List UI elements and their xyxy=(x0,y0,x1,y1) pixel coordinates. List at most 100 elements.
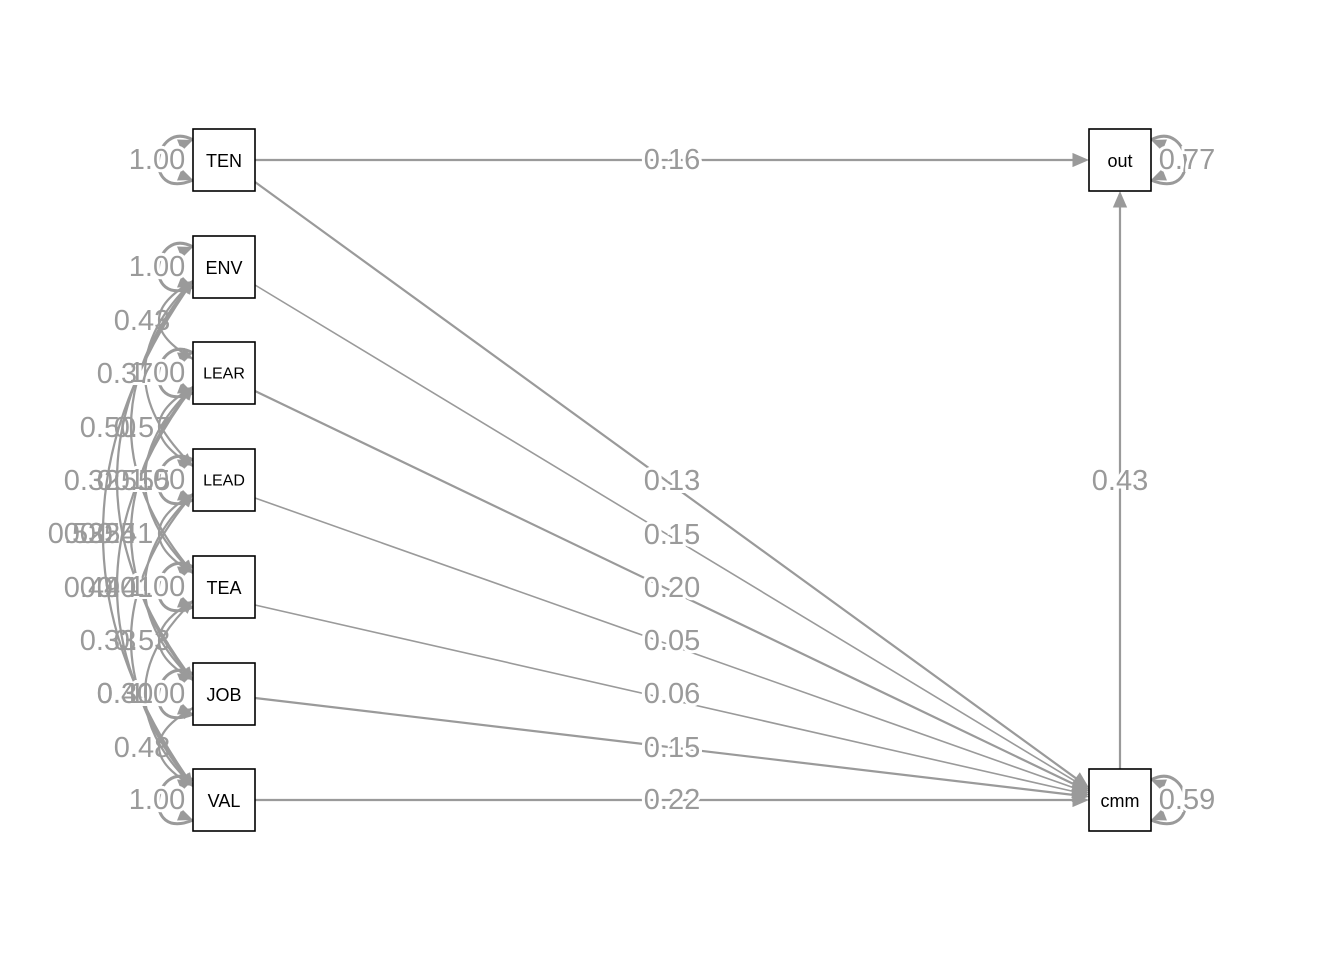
variance-arrowhead xyxy=(177,673,193,686)
path-job-cmm xyxy=(254,696,1076,797)
variance-arrowhead xyxy=(177,168,193,181)
covariance-label-13: 0.33 xyxy=(80,625,136,657)
node-tea: TEA xyxy=(192,555,256,619)
node-val: VAL xyxy=(192,768,256,832)
variance-arrowhead xyxy=(1151,168,1167,181)
covariance-label-7: 0.25 xyxy=(80,518,136,550)
covariance-label-5: 0.55 xyxy=(114,465,170,497)
node-lead: LEAD xyxy=(192,448,256,512)
node-box xyxy=(192,768,256,832)
variance-arrowhead xyxy=(177,808,193,821)
path-label-ten-out: 0.16 xyxy=(644,144,700,176)
variance-arrowhead xyxy=(177,139,193,152)
variance-loop-job xyxy=(157,668,194,720)
covariance-label-11: 0.35 xyxy=(64,518,120,550)
variance-label-val: 1.00 xyxy=(129,784,185,816)
path-arrowhead-ten-out xyxy=(1072,152,1089,168)
variance-label-lear: 1.00 xyxy=(129,357,185,389)
variance-arrowhead xyxy=(1151,139,1167,152)
variance-arrowhead xyxy=(1151,808,1167,821)
path-label-tea-cmm: 0.06 xyxy=(644,678,700,710)
variance-loop-tea xyxy=(157,561,194,613)
node-env: ENV xyxy=(192,235,256,299)
covariance-label-14: 0.48 xyxy=(114,732,170,764)
covariance-label-16: 0.41 xyxy=(97,572,153,604)
node-job: JOB xyxy=(192,662,256,726)
covariance-arc-lead-job xyxy=(143,493,194,681)
label-layer: 0.160.130.150.200.050.060.150.220.431.00… xyxy=(48,141,1218,819)
variance-arrowhead xyxy=(177,459,193,472)
node-box xyxy=(1088,128,1152,192)
variance-label-out: 0.77 xyxy=(1159,144,1215,176)
covariance-arc-env-lead xyxy=(143,280,194,467)
variance-label-cmm: 0.59 xyxy=(1159,784,1215,816)
covariance-arc-tea-val xyxy=(143,600,194,787)
node-box xyxy=(192,341,256,405)
variance-loop-ten xyxy=(157,134,194,186)
path-layer xyxy=(254,152,1128,808)
covariance-label-2: 0.57 xyxy=(114,412,170,444)
path-label-job-cmm: 0.15 xyxy=(644,732,700,764)
covariance-label-12: 0.40 xyxy=(80,572,136,604)
covariance-arc-lear-val xyxy=(115,386,194,787)
covariance-arc-env-tea xyxy=(130,280,194,574)
node-cmm: cmm xyxy=(1088,768,1152,832)
node-label: TEN xyxy=(206,151,242,171)
node-box xyxy=(192,662,256,726)
variance-loop-lead xyxy=(157,454,194,506)
variance-arrowhead xyxy=(177,381,193,394)
variance-label-tea: 1.00 xyxy=(129,571,185,603)
node-label: ENV xyxy=(205,258,242,278)
node-label: JOB xyxy=(206,685,241,705)
path-arrowhead-cmm-out xyxy=(1112,191,1128,208)
variance-arrowhead xyxy=(177,275,193,288)
path-label-val-cmm: 0.22 xyxy=(644,784,700,816)
variance-arrowhead xyxy=(177,595,193,608)
node-label: TEA xyxy=(206,578,241,598)
variance-label-env: 1.00 xyxy=(129,251,185,283)
variance-label-job: 1.00 xyxy=(129,678,185,710)
node-box xyxy=(192,555,256,619)
covariance-label-18: 0.41 xyxy=(97,678,153,710)
node-box xyxy=(192,448,256,512)
covariance-arc-lear-job xyxy=(130,386,194,681)
path-env-cmm xyxy=(254,284,1078,784)
variance-loop-val xyxy=(157,774,194,826)
covariance-label-10: 0.52 xyxy=(48,518,104,550)
path-label-lear-cmm: 0.20 xyxy=(644,572,700,604)
path-lead-cmm xyxy=(254,497,1077,790)
node-label: LEAD xyxy=(203,473,245,490)
variance-label-ten: 1.00 xyxy=(129,144,185,176)
variance-arrowhead xyxy=(177,488,193,501)
node-box xyxy=(192,128,256,192)
covariance-label-17: 0.30 xyxy=(97,678,153,710)
variance-arrowhead xyxy=(177,246,193,259)
path-tea-cmm xyxy=(254,604,1076,793)
path-label-env-cmm: 0.15 xyxy=(644,519,700,551)
covariance-label-8: 0.41 xyxy=(97,518,153,550)
covariance-label-0: 0.43 xyxy=(114,305,170,337)
variance-arrowhead xyxy=(1151,779,1167,792)
covariance-arc-lead-val xyxy=(130,493,194,787)
variance-arrowhead xyxy=(177,702,193,715)
variance-arrowhead xyxy=(177,566,193,579)
covariance-label-6: 0.32 xyxy=(64,465,120,497)
path-lear-cmm xyxy=(254,390,1077,787)
variance-arrowhead xyxy=(177,352,193,365)
variance-loop-env xyxy=(157,241,194,293)
variance-loop-cmm xyxy=(1150,774,1187,826)
covariance-label-1: 0.37 xyxy=(97,358,153,390)
node-out: out xyxy=(1088,128,1152,192)
variance-layer xyxy=(157,134,1187,826)
variance-loop-out xyxy=(1150,134,1187,186)
node-label: out xyxy=(1107,151,1132,171)
path-label-cmm-out: 0.43 xyxy=(1092,465,1148,497)
path-arrowhead-val-cmm xyxy=(1072,792,1089,808)
variance-arrowhead xyxy=(177,779,193,792)
covariance-label-4: 0.51 xyxy=(97,465,153,497)
path-ten-cmm xyxy=(254,181,1079,781)
node-box xyxy=(192,235,256,299)
